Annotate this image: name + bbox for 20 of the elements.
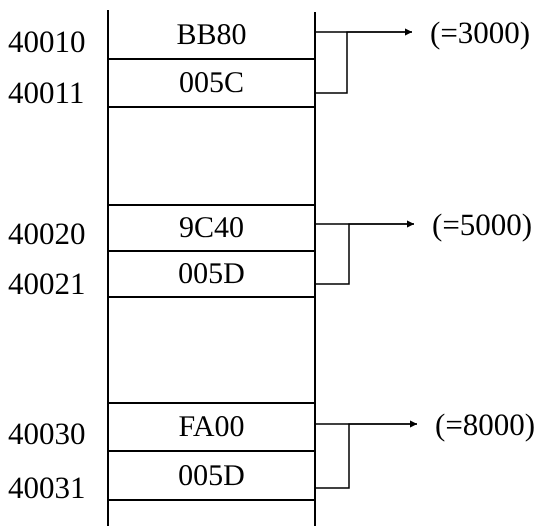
memory-address: 40011 bbox=[8, 77, 84, 108]
value-label: (=8000) bbox=[435, 408, 536, 440]
cell-value: 9C40 bbox=[178, 213, 244, 243]
cell-value: FA00 bbox=[178, 412, 245, 442]
memory-address: 40030 bbox=[8, 418, 86, 449]
cell-value: 005D bbox=[178, 460, 245, 490]
connector-arrow bbox=[316, 220, 414, 285]
cell-value: BB80 bbox=[176, 20, 247, 50]
memory-address: 40020 bbox=[8, 218, 86, 249]
cell-value: 005C bbox=[178, 68, 244, 98]
memory-address: 40021 bbox=[8, 268, 86, 299]
value-label: (=5000) bbox=[432, 208, 532, 240]
memory-cell bbox=[108, 402, 315, 452]
cell-value: 005D bbox=[178, 259, 245, 289]
memory-address: 40010 bbox=[8, 26, 86, 57]
memory-cell bbox=[108, 204, 315, 252]
value-label: (=3000) bbox=[430, 16, 530, 48]
connector-arrow bbox=[316, 420, 417, 489]
connector-arrow bbox=[316, 28, 412, 94]
memory-address: 40031 bbox=[8, 472, 86, 503]
